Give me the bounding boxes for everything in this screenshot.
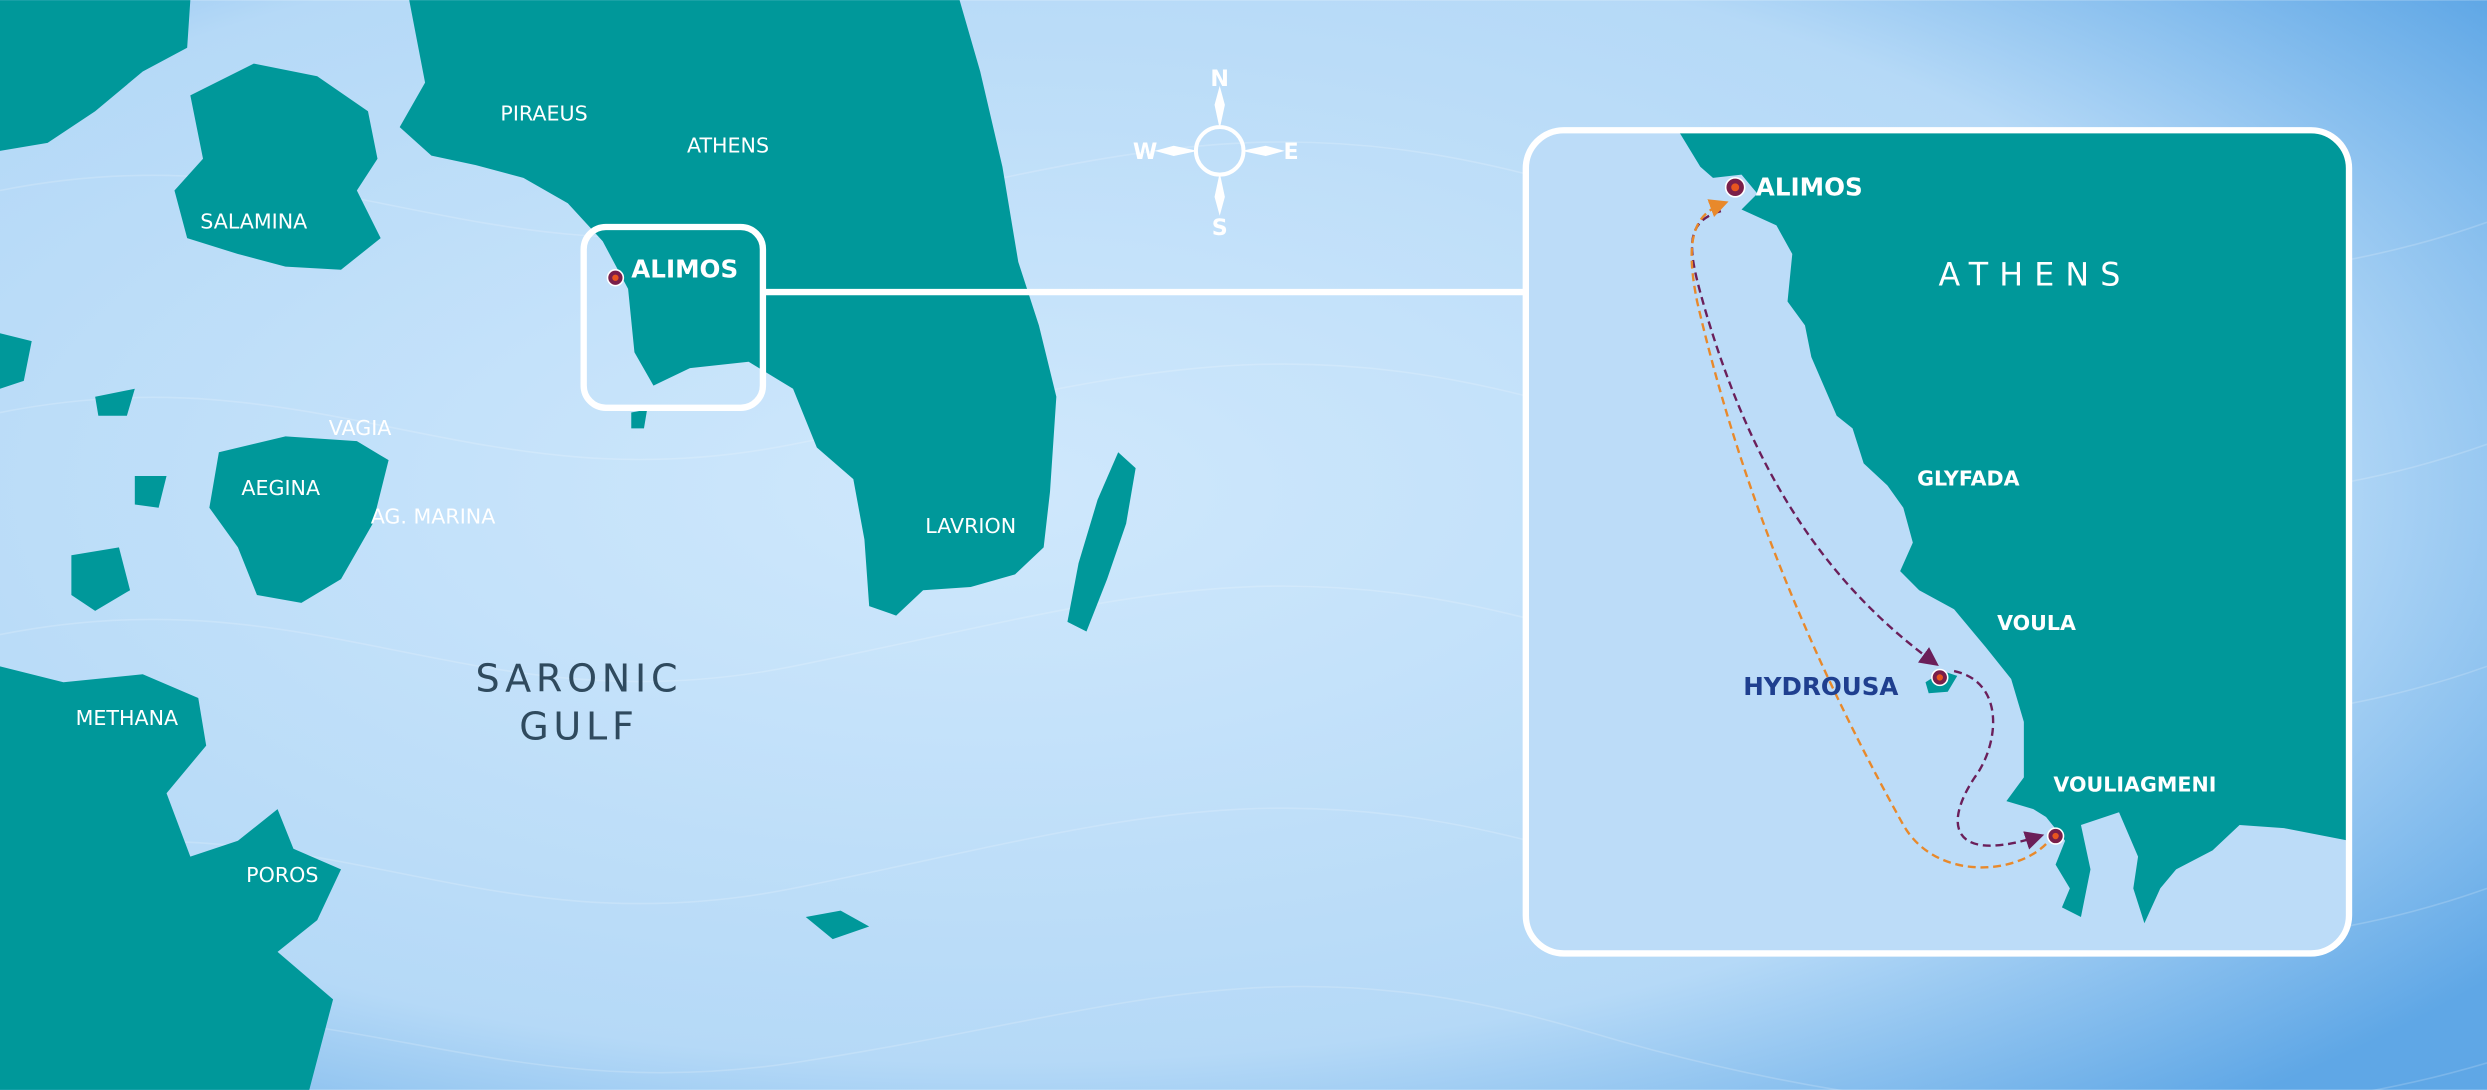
inset-label-alimos: ALIMOS bbox=[1756, 172, 1863, 201]
compass-s: S bbox=[1212, 215, 1228, 241]
route-vouliagmeni-alimos bbox=[1690, 199, 2047, 869]
inset-map: ALIMOS ATHENS GLYFADA VOULA HYDROUSA VOU… bbox=[1522, 127, 2353, 957]
islet-south-alimos bbox=[631, 409, 648, 429]
label-methana: METHANA bbox=[76, 706, 179, 730]
label-ag-marina: AG. MARINA bbox=[371, 505, 496, 529]
overview-land bbox=[0, 0, 1136, 1090]
label-vagia: VAGIA bbox=[329, 416, 392, 440]
label-piraeus: PIRAEUS bbox=[500, 102, 587, 126]
label-saronic: SARONIC bbox=[476, 657, 683, 701]
inset-label-athens: ATHENS bbox=[1938, 258, 2131, 294]
salamina-island bbox=[174, 63, 381, 270]
marker-alimos-inset[interactable] bbox=[1724, 177, 1746, 198]
label-salamina: SALAMINA bbox=[200, 210, 307, 234]
methana-peloponnese bbox=[0, 666, 342, 1090]
attica-mainland bbox=[399, 0, 1057, 616]
label-gulf: GULF bbox=[519, 704, 638, 748]
inset-coastline bbox=[1678, 130, 2350, 924]
label-alimos-overview: ALIMOS bbox=[631, 255, 738, 284]
inset-frame bbox=[1522, 127, 2353, 957]
marker-hydrousa[interactable] bbox=[1931, 668, 1949, 687]
label-aegina: AEGINA bbox=[241, 476, 320, 500]
long-island bbox=[1067, 452, 1136, 632]
west-coast-islets bbox=[0, 333, 135, 416]
inset-label-voula: VOULA bbox=[1997, 611, 2076, 635]
compass-n: N bbox=[1210, 66, 1229, 92]
northwest-coast bbox=[0, 0, 191, 151]
inset-label-hydrousa: HYDROUSA bbox=[1743, 672, 1898, 701]
aegina-island bbox=[209, 436, 389, 603]
label-athens: ATHENS bbox=[687, 133, 769, 157]
compass-w: W bbox=[1133, 139, 1157, 165]
label-poros: POROS bbox=[246, 863, 318, 887]
marker-vouliagmeni[interactable] bbox=[2046, 827, 2065, 845]
small-island-south bbox=[805, 910, 870, 940]
marker-alimos-overview bbox=[606, 269, 625, 287]
label-lavrion: LAVRION bbox=[925, 514, 1016, 538]
small-islands-west bbox=[71, 476, 167, 611]
inset-label-vouliagmeni: VOULIAGMENI bbox=[2053, 773, 2216, 797]
compass-e: E bbox=[1283, 139, 1298, 165]
route-hydrousa-vouliagmeni bbox=[1953, 669, 2045, 850]
alimos-highlight-box[interactable] bbox=[580, 223, 767, 411]
inset-label-glyfada: GLYFADA bbox=[1917, 467, 2020, 491]
compass-rose-icon: N S W E bbox=[1133, 66, 1299, 241]
